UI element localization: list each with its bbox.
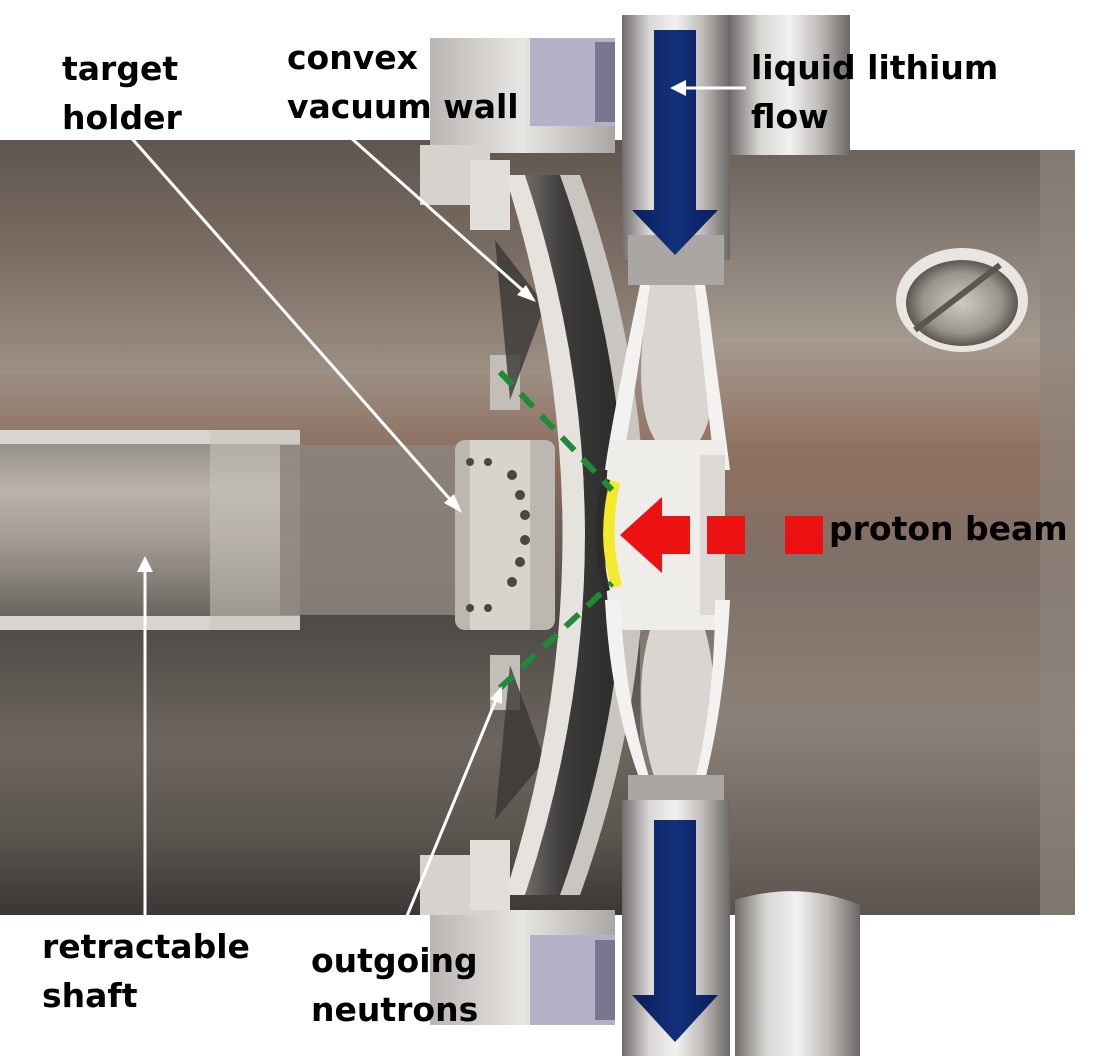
label-outgoing-neutrons: outgoing neutrons (311, 936, 478, 1034)
label-liquid-lithium-flow-line2: flow (751, 97, 829, 136)
label-proton-beam: proton beam (829, 504, 1068, 553)
label-target-holder-line2: holder (62, 98, 182, 137)
label-outgoing-neutrons-line1: outgoing (311, 941, 478, 980)
label-retractable-shaft-line2: shaft (42, 976, 138, 1015)
lithium-target-film (602, 480, 622, 588)
label-retractable-shaft: retractable shaft (42, 922, 250, 1020)
label-convex-vacuum-wall-line1: convex (287, 38, 418, 77)
proton-beam-segment-1 (707, 516, 745, 554)
flow-arrow-down-top (632, 30, 718, 255)
pointer-target-holder (118, 124, 457, 506)
pointer-outgoing-neutrons (393, 694, 500, 946)
convex-vacuum-wall (505, 175, 585, 895)
label-retractable-shaft-line1: retractable (42, 927, 250, 966)
label-outgoing-neutrons-line2: neutrons (311, 990, 479, 1029)
proton-beam-arrowhead (620, 497, 690, 573)
neutron-cone-upper (497, 369, 615, 493)
pointer-convex-vacuum-wall (341, 128, 529, 297)
label-convex-vacuum-wall-line2: vacuum wall (287, 87, 519, 126)
label-target-holder: target holder (62, 44, 182, 142)
flow-arrow-down-bottom (632, 820, 718, 1042)
proton-beam-segment-2 (785, 516, 823, 554)
label-proton-beam-line1: proton beam (829, 509, 1068, 548)
neutron-cone-lower (497, 580, 615, 691)
label-liquid-lithium-flow-line1: liquid lithium (751, 48, 999, 87)
label-convex-vacuum-wall: convex vacuum wall (287, 33, 519, 131)
label-liquid-lithium-flow: liquid lithium flow (751, 43, 998, 141)
label-target-holder-line1: target (62, 49, 179, 88)
